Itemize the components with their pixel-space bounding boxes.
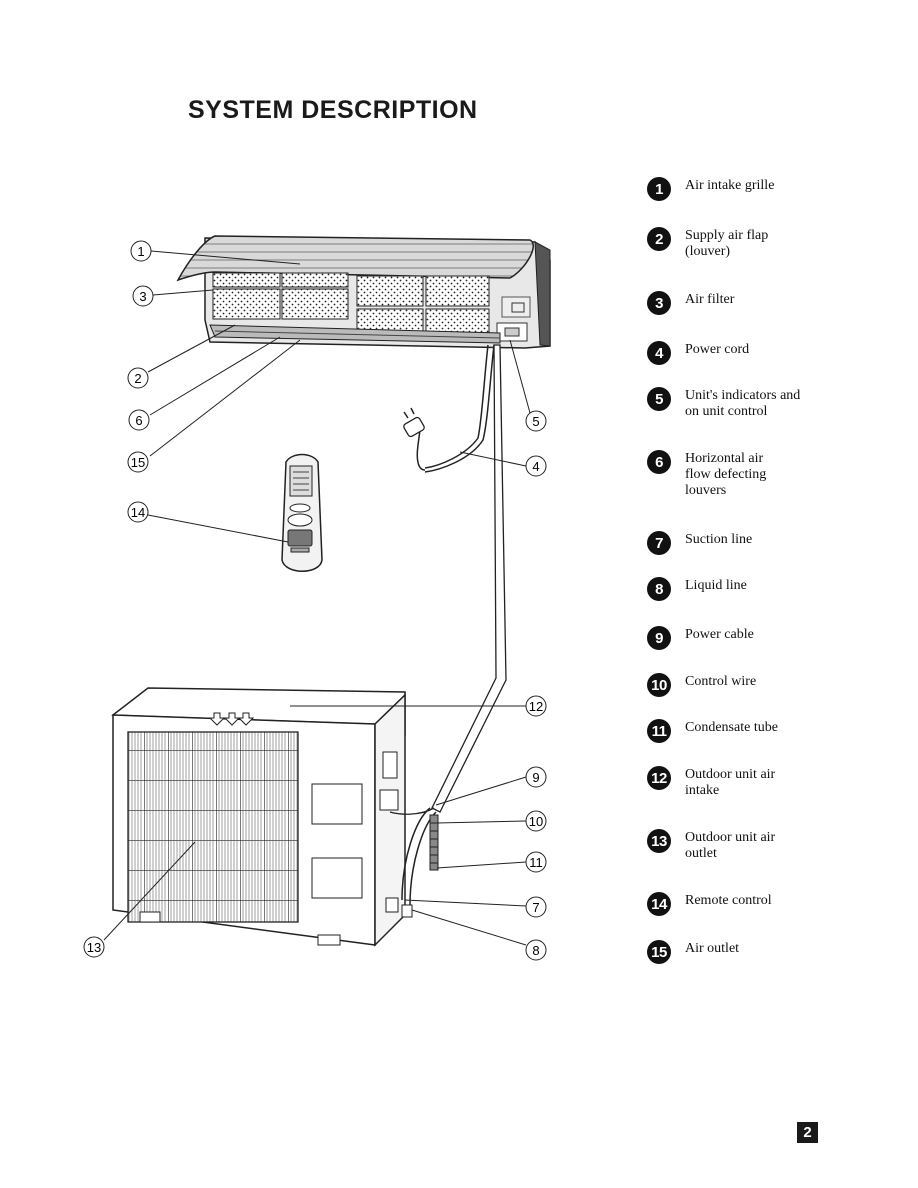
legend-number: 12 <box>647 766 671 790</box>
legend-number: 6 <box>647 450 671 474</box>
legend-item-2: 2 Supply air flap (louver) <box>647 227 785 260</box>
callout-13: 13 <box>83 936 105 958</box>
legend-label: Air outlet <box>685 941 740 956</box>
legend-label: Condensate tube <box>685 720 778 735</box>
callout-11: 11 <box>525 851 547 873</box>
svg-text:13: 13 <box>87 940 101 955</box>
outdoor-unit <box>111 687 406 947</box>
legend-number: 1 <box>647 177 671 201</box>
legend-number: 11 <box>647 719 671 743</box>
legend-item-8: 8 Liquid line <box>647 577 810 601</box>
svg-text:1: 1 <box>137 244 144 259</box>
legend-item-13: 13 Outdoor unit air outlet <box>647 829 785 862</box>
legend-label: Air intake grille <box>685 178 775 193</box>
callout-5: 5 <box>525 410 547 432</box>
legend-label: Outdoor unit air outlet <box>685 830 776 861</box>
svg-text:2: 2 <box>134 371 141 386</box>
legend-number: 9 <box>647 626 671 650</box>
legend-label: Power cord <box>685 342 750 357</box>
legend-item-9: 9 Power cable <box>647 626 810 650</box>
callout-leaders <box>103 250 531 946</box>
callout-15: 15 <box>127 451 149 473</box>
indoor-unit <box>176 235 551 349</box>
svg-text:8: 8 <box>532 943 539 958</box>
callout-2: 2 <box>127 367 149 389</box>
legend-label: Outdoor unit air intake <box>685 767 776 798</box>
legend-number: 8 <box>647 577 671 601</box>
legend-item-10: 10 Control wire <box>647 673 810 697</box>
svg-text:15: 15 <box>131 455 145 470</box>
legend-item-11: 11 Condensate tube <box>647 719 810 743</box>
legend-number: 15 <box>647 940 671 964</box>
callout-12: 12 <box>525 695 547 717</box>
legend-number: 7 <box>647 531 671 555</box>
refrigerant-pipe-bundle <box>424 344 507 813</box>
legend-item-7: 7 Suction line <box>647 531 810 555</box>
callout-8: 8 <box>525 939 547 961</box>
legend-item-4: 4 Power cord <box>647 341 810 365</box>
legend-item-12: 12 Outdoor unit air intake <box>647 766 785 799</box>
svg-text:4: 4 <box>532 459 539 474</box>
legend-item-15: 15 Air outlet <box>647 940 810 964</box>
legend-item-3: 3 Air filter <box>647 291 810 315</box>
svg-text:10: 10 <box>529 814 543 829</box>
legend-label: Supply air flap (louver) <box>685 228 769 259</box>
legend-number: 3 <box>647 291 671 315</box>
callout-7: 7 <box>525 896 547 918</box>
legend-label: Control wire <box>685 674 757 689</box>
legend-item-1: 1 Air intake grille <box>647 177 810 201</box>
svg-text:14: 14 <box>131 505 145 520</box>
outdoor-connections <box>385 807 439 918</box>
legend-label: Unit's indicators and on unit control <box>685 388 801 419</box>
svg-text:11: 11 <box>529 855 543 870</box>
page-title: SYSTEM DESCRIPTION <box>188 96 478 124</box>
svg-text:12: 12 <box>529 699 543 714</box>
power-plug <box>403 407 426 471</box>
legend-number: 13 <box>647 829 671 853</box>
callout-4: 4 <box>525 455 547 477</box>
remote-control <box>281 453 323 572</box>
callout-9: 9 <box>525 766 547 788</box>
legend-item-14: 14 Remote control <box>647 892 810 916</box>
legend-label: Power cable <box>685 627 754 642</box>
legend-label: Liquid line <box>685 578 747 593</box>
svg-text:9: 9 <box>532 770 539 785</box>
svg-text:3: 3 <box>139 289 146 304</box>
svg-text:5: 5 <box>532 414 539 429</box>
callout-1: 1 <box>130 240 152 262</box>
legend-number: 14 <box>647 892 671 916</box>
legend-label: Air filter <box>685 292 735 307</box>
legend-label: Horizontal air flow defecting louvers <box>685 451 767 498</box>
callout-6: 6 <box>128 409 150 431</box>
callout-14: 14 <box>127 501 149 523</box>
legend-item-5: 5 Unit's indicators and on unit control <box>647 387 803 420</box>
legend-label: Remote control <box>685 893 772 908</box>
legend-number: 4 <box>647 341 671 365</box>
legend-number: 2 <box>647 227 671 251</box>
svg-text:6: 6 <box>135 413 142 428</box>
legend-label: Suction line <box>685 532 753 547</box>
callout-3: 3 <box>132 285 154 307</box>
legend-number: 10 <box>647 673 671 697</box>
legend-item-6: 6 Horizontal air flow defecting louvers <box>647 450 780 499</box>
callout-10: 10 <box>525 810 547 832</box>
svg-text:7: 7 <box>532 900 539 915</box>
page-number: 2 <box>797 1122 818 1143</box>
legend-number: 5 <box>647 387 671 411</box>
